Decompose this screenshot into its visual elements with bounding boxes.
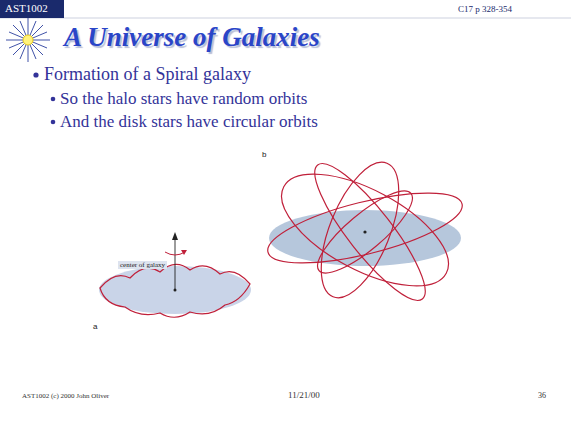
footer-credit: AST1002 (c) 2000 John Oliver [22, 392, 109, 400]
bullet-text: Formation of a Spiral galaxy [44, 64, 251, 85]
disk-orbit-figure [99, 232, 251, 317]
starburst-icon [6, 18, 50, 62]
panel-letter: b [262, 150, 266, 159]
bullet-dot [51, 97, 56, 102]
bullet-dot [51, 120, 56, 125]
bullet-dot [33, 72, 38, 77]
figure-label: center of galaxy [118, 261, 167, 269]
slide-title: A Universe of Galaxies [64, 22, 320, 53]
panel-letter: a [93, 322, 97, 331]
bullet-text: So the halo stars have random orbits [60, 89, 307, 109]
header-band [0, 0, 64, 18]
course-code: AST1002 [5, 2, 48, 15]
footer-date: 11/21/00 [288, 390, 320, 400]
page-number: 36 [538, 391, 546, 400]
halo-orbit-figure [262, 151, 469, 312]
chapter-ref: C17 p 328-354 [458, 4, 512, 14]
bullet-text: And the disk stars have circular orbits [60, 112, 318, 132]
header-rule [0, 18, 571, 19]
